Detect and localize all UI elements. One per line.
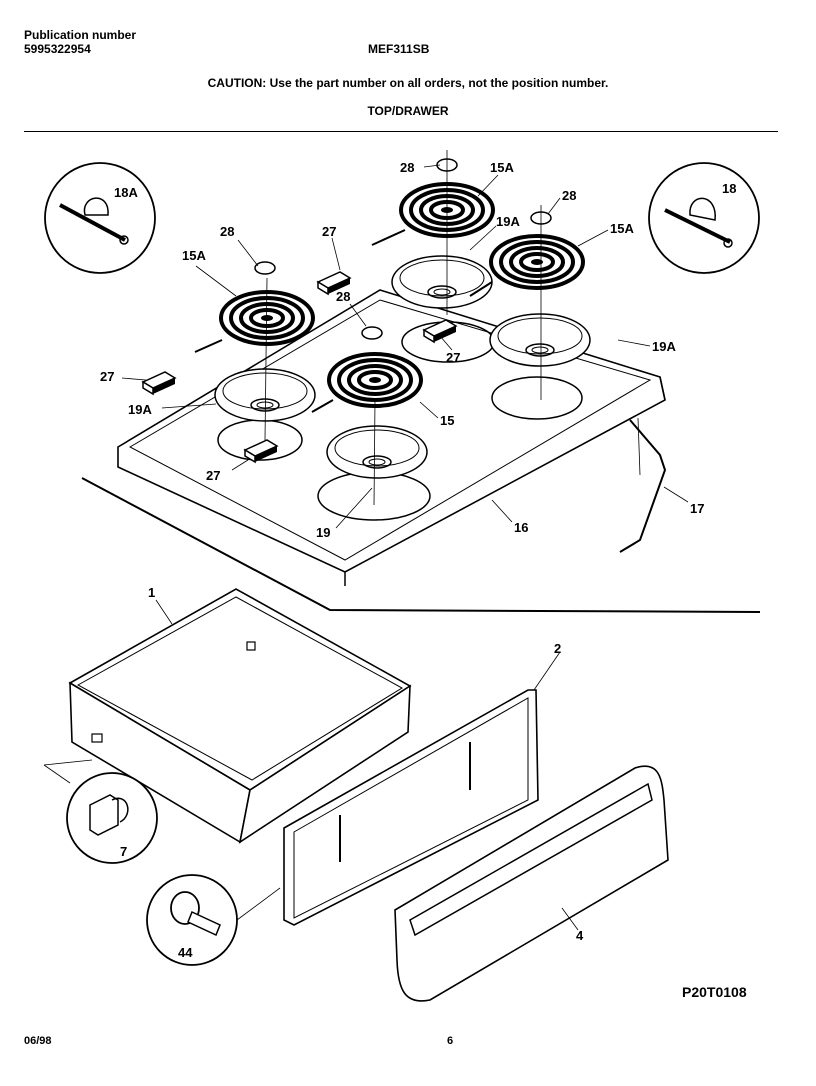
callout-15a: 15A <box>182 248 206 263</box>
drawer-slot <box>246 641 256 651</box>
callout-28: 28 <box>562 188 576 203</box>
wire-clip <box>619 419 667 553</box>
publication-number-label: Publication number <box>24 28 137 42</box>
callout-27: 27 <box>100 369 114 384</box>
drawer-box <box>68 588 412 844</box>
panel-slot <box>339 742 471 862</box>
callout-28: 28 <box>336 289 350 304</box>
callout-18: 18 <box>722 181 736 196</box>
callout-15: 15 <box>440 413 454 428</box>
drip-bowl <box>326 425 428 479</box>
callout-44: 44 <box>178 945 193 960</box>
element-terminals <box>194 229 493 413</box>
callout-28: 28 <box>220 224 234 239</box>
drip-bowl <box>489 313 591 367</box>
detail-circle-7 <box>66 772 158 864</box>
caution-note: CAUTION: Use the part number on all orde… <box>207 76 609 90</box>
cooktop-opening <box>491 376 583 420</box>
callout-15a: 15A <box>610 221 634 236</box>
detail-circle-18 <box>648 162 760 274</box>
axis-lines <box>264 150 542 506</box>
callout-15a: 15A <box>490 160 514 175</box>
callout-27: 27 <box>322 224 336 239</box>
drawer-front <box>394 765 669 1002</box>
callout-1: 1 <box>148 585 155 600</box>
trim-ring <box>361 326 383 340</box>
callout-27: 27 <box>206 468 220 483</box>
header-divider <box>24 131 778 132</box>
callout-16: 16 <box>514 520 528 535</box>
drawer-slot <box>91 733 103 743</box>
drip-bowl <box>391 255 493 309</box>
callout-19a: 19A <box>496 214 520 229</box>
callout-27: 27 <box>446 350 460 365</box>
surface-element <box>489 234 585 290</box>
receptacle-block <box>142 371 176 395</box>
callout-2: 2 <box>554 641 561 656</box>
callout-19a: 19A <box>652 339 676 354</box>
callout-19a: 19A <box>128 402 152 417</box>
callout-4: 4 <box>576 928 584 943</box>
detail-circle-44 <box>146 874 238 966</box>
section-title: TOP/DRAWER <box>367 104 449 118</box>
model-number: MEF311SB <box>368 42 430 56</box>
detail-circle-18a <box>44 162 156 274</box>
diagram-divider <box>81 477 761 613</box>
callout-18a: 18A <box>114 185 138 200</box>
trim-ring <box>254 261 276 275</box>
callout-28: 28 <box>400 160 414 175</box>
callout-17: 17 <box>690 501 704 516</box>
figure-code: P20T0108 <box>682 984 747 1000</box>
publication-number: 5995322954 <box>24 42 91 56</box>
revision-date: 06/98 <box>24 1035 52 1047</box>
callout-7: 7 <box>120 844 127 859</box>
page-number: 6 <box>447 1035 454 1047</box>
leader-lines <box>121 164 689 931</box>
drawer-panel <box>283 689 539 926</box>
callout-19: 19 <box>316 525 330 540</box>
